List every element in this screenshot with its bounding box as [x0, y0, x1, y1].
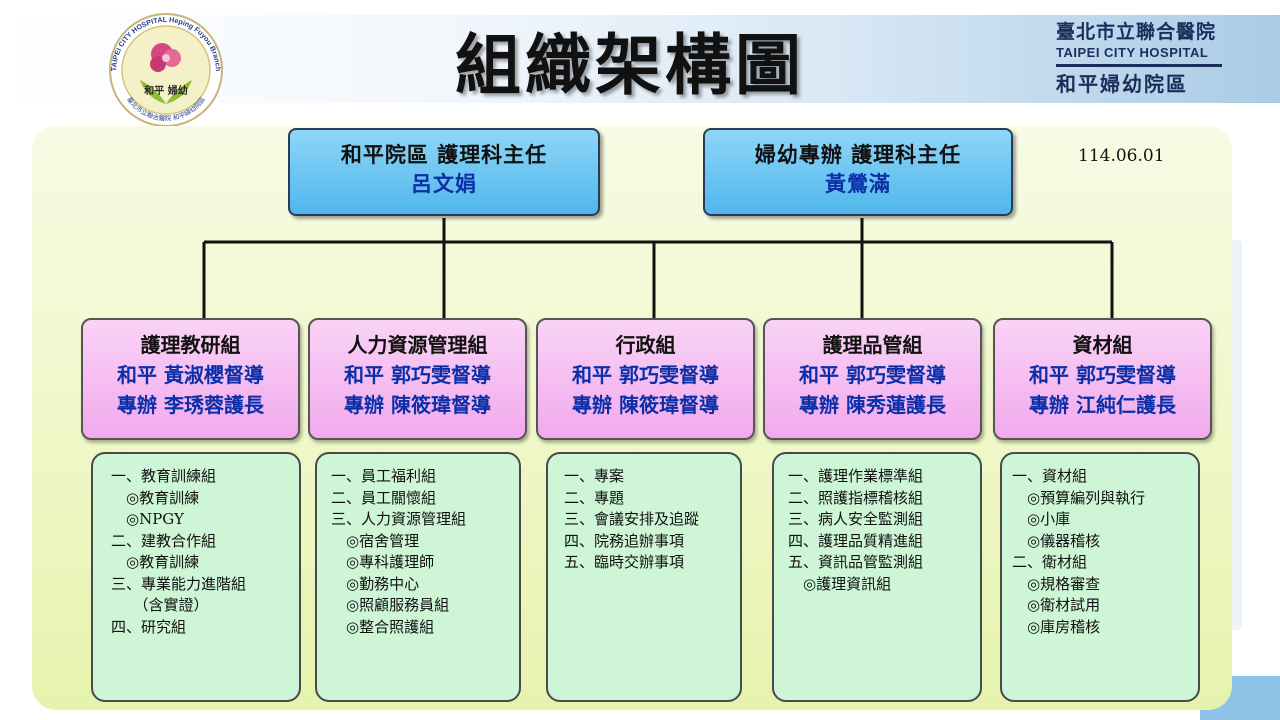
group-leader-heping: 和平 郭巧雯督導	[344, 363, 491, 387]
hospital-brand: 臺北市立聯合醫院 TAIPEI CITY HOSPITAL 和平婦幼院區	[1056, 20, 1226, 97]
brand-english-name: TAIPEI CITY HOSPITAL	[1056, 45, 1209, 60]
task-item: 三、專業能力進階組	[111, 574, 247, 593]
side-strip	[1230, 240, 1242, 630]
group-box-quality: 護理品管組 和平 郭巧雯督導 專辦 陳秀蓮護長	[763, 318, 982, 440]
task-item: 一、教育訓練組	[111, 467, 217, 485]
task-list-hr: 一、員工福利組 二、員工關懷組 三、人力資源管理組 ◎宿舍管理 ◎專科護理師 ◎…	[315, 452, 521, 702]
task-list-admin: 一、專案 二、專題 三、會議安排及追蹤 四、院務追辦事項 五、臨時交辦事項	[546, 452, 742, 702]
task-item: 四、研究組	[111, 617, 187, 636]
task-item: ◎衛材試用	[1012, 596, 1101, 614]
head-name: 呂文娟	[411, 171, 477, 196]
group-box-materials: 資材組 和平 郭巧雯督導 專辦 江純仁護長	[993, 318, 1212, 440]
group-title: 資材組	[1072, 333, 1133, 357]
task-item: ◎儀器稽核	[1012, 531, 1101, 550]
task-item: 二、建教合作組	[111, 531, 217, 550]
task-list-materials: 一、資材組 ◎預算編列與執行 ◎小庫 ◎儀器稽核 二、衛材組 ◎規格審查 ◎衛材…	[1000, 452, 1200, 702]
svg-text:和平 婦幼: 和平 婦幼	[143, 84, 187, 97]
head-box-fuyou: 婦幼專辦 護理科主任 黃鶯滿	[703, 128, 1013, 216]
head-title: 和平院區 護理科主任	[340, 142, 548, 167]
task-item: ◎照顧服務員組	[331, 596, 450, 614]
brand-branch-name: 和平婦幼院區	[1056, 72, 1188, 96]
task-item: ◎庫房稽核	[1012, 617, 1101, 636]
task-item: ◎專科護理師	[331, 553, 435, 571]
date-label: 114.06.01	[1078, 146, 1165, 166]
group-leader-heping: 和平 郭巧雯督導	[799, 363, 946, 387]
task-item: ◎宿舍管理	[331, 531, 420, 550]
task-item: ◎規格審查	[1012, 574, 1101, 593]
task-item: 一、專案	[564, 467, 625, 485]
task-list-education: 一、教育訓練組 ◎教育訓練 ◎NPGY 二、建教合作組 ◎教育訓練 三、專業能力…	[91, 452, 301, 702]
task-item: 二、專題	[564, 488, 625, 507]
group-leader-heping: 和平 黃淑櫻督導	[117, 363, 264, 387]
group-leader-fuyou: 專辦 陳筱瑋督導	[572, 393, 719, 417]
task-item: ◎NPGY	[111, 510, 184, 528]
task-item: 四、護理品質精進組	[788, 531, 924, 550]
group-leader-fuyou: 專辦 李琇蓉護長	[117, 393, 264, 417]
task-item: 三、會議安排及追蹤	[564, 510, 700, 528]
task-item: ◎護理資訊組	[788, 574, 892, 593]
head-box-heping: 和平院區 護理科主任 呂文娟	[288, 128, 600, 216]
task-item: （含實證）	[111, 596, 209, 614]
task-item: ◎小庫	[1012, 510, 1071, 528]
head-title: 婦幼專辦 護理科主任	[754, 142, 962, 167]
task-item: 一、員工福利組	[331, 467, 437, 485]
group-leader-fuyou: 專辦 江純仁護長	[1029, 393, 1176, 417]
group-title: 護理教研組	[140, 333, 241, 357]
task-item: 三、病人安全監測組	[788, 510, 924, 528]
page-title: 組織架構圖	[455, 26, 805, 104]
task-item: 一、護理作業標準組	[788, 467, 924, 485]
task-item: 五、臨時交辦事項	[564, 553, 685, 571]
task-item: 二、照護指標稽核組	[788, 488, 924, 507]
task-item: ◎整合照護組	[331, 617, 435, 636]
brand-chinese-name: 臺北市立聯合醫院	[1056, 21, 1217, 43]
group-title: 行政組	[615, 333, 676, 357]
task-item: 二、衛材組	[1012, 553, 1088, 571]
brand-divider	[1056, 64, 1222, 67]
group-box-hr: 人力資源管理組 和平 郭巧雯督導 專辦 陳筱瑋督導	[308, 318, 527, 440]
group-title: 人力資源管理組	[347, 333, 488, 357]
task-item: ◎教育訓練	[111, 488, 200, 507]
task-item: ◎勤務中心	[331, 574, 420, 593]
task-list-quality: 一、護理作業標準組 二、照護指標稽核組 三、病人安全監測組 四、護理品質精進組 …	[772, 452, 982, 702]
group-leader-fuyou: 專辦 陳秀蓮護長	[799, 393, 946, 417]
group-box-admin: 行政組 和平 郭巧雯督導 專辦 陳筱瑋督導	[536, 318, 755, 440]
task-item: ◎預算編列與執行	[1012, 488, 1146, 507]
task-item: 五、資訊品管監測組	[788, 553, 924, 571]
hospital-logo-icon: TAIPEI CITY HOSPITAL Heping Fuyou Branch…	[109, 13, 223, 127]
task-item: 一、資材組	[1012, 467, 1088, 485]
group-title: 護理品管組	[822, 333, 923, 357]
head-name: 黃鶯滿	[825, 171, 891, 196]
group-leader-fuyou: 專辦 陳筱瑋督導	[344, 393, 491, 417]
task-item: ◎教育訓練	[111, 553, 200, 571]
task-item: 二、員工關懷組	[331, 488, 437, 507]
task-item: 四、院務追辦事項	[564, 531, 685, 550]
group-box-education: 護理教研組 和平 黃淑櫻督導 專辦 李琇蓉護長	[81, 318, 300, 440]
task-item: 三、人力資源管理組	[331, 510, 467, 528]
group-leader-heping: 和平 郭巧雯督導	[1029, 363, 1176, 387]
group-leader-heping: 和平 郭巧雯督導	[572, 363, 719, 387]
